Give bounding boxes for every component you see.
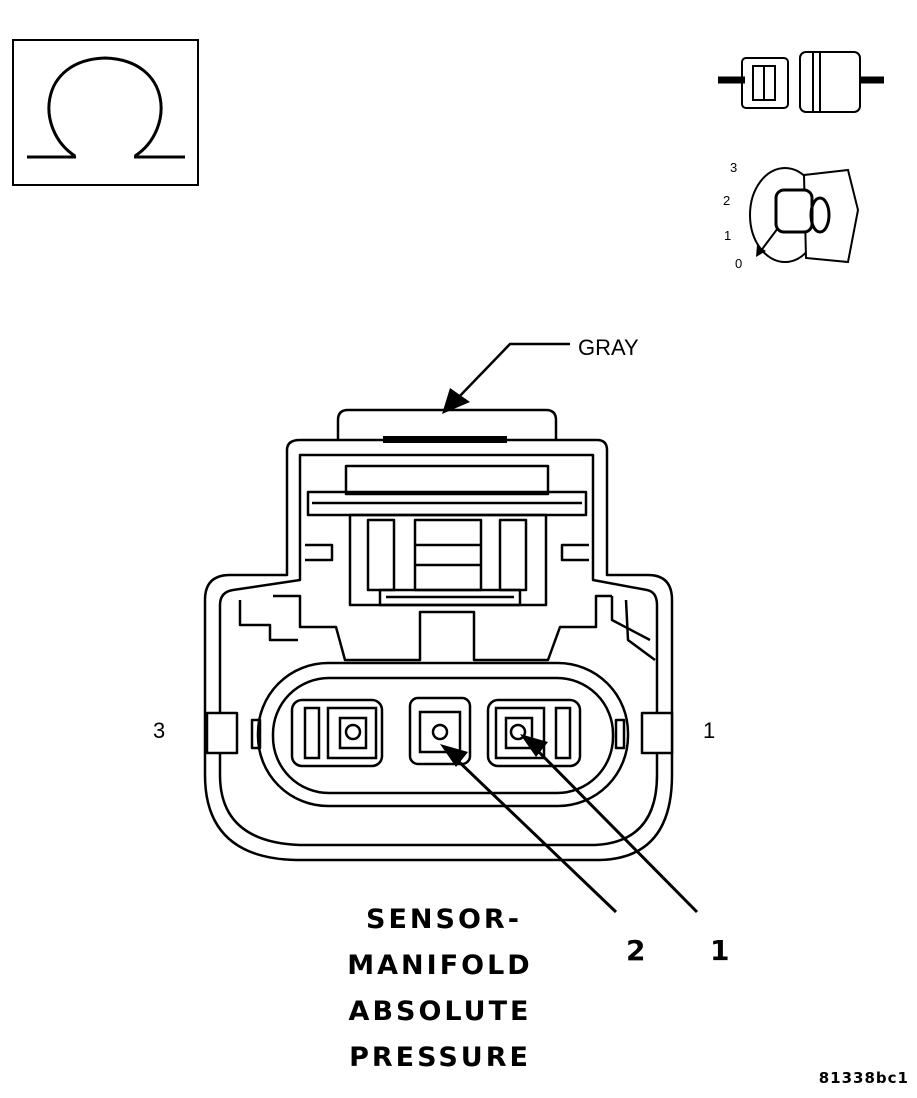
key-scale-2: 2 xyxy=(723,193,730,208)
cavity-label-3: 3 xyxy=(153,718,165,743)
cavity-label-1: 1 xyxy=(703,718,715,743)
key-scale-1: 1 xyxy=(724,228,731,243)
figure-id: 81338bc1 xyxy=(819,1069,909,1087)
cavity-2 xyxy=(408,696,472,766)
connector-body xyxy=(203,408,674,862)
pin-callout-1: 1 xyxy=(710,934,732,967)
component-title: SENSOR- MANIFOLD ABSOLUTE PRESSURE xyxy=(347,904,532,1073)
connector-color-label: GRAY xyxy=(578,335,639,360)
title-line-4: PRESSURE xyxy=(349,1042,531,1073)
title-line-1: SENSOR- xyxy=(366,904,522,935)
cavity-1 xyxy=(486,698,582,768)
disconnected-connector-icon xyxy=(718,51,884,113)
title-line-3: ABSOLUTE xyxy=(349,996,532,1027)
cavity-3 xyxy=(290,698,384,768)
title-line-2: MANIFOLD xyxy=(347,950,532,981)
pin-callout-leaders xyxy=(440,734,699,914)
key-scale-0: 0 xyxy=(735,256,742,271)
color-callout: GRAY xyxy=(442,335,639,414)
pin-callout-2: 2 xyxy=(626,934,648,967)
key-scale-3: 3 xyxy=(730,160,737,175)
ignition-key-off-icon: 3 2 1 0 xyxy=(723,160,860,271)
ohm-symbol-icon xyxy=(12,39,199,186)
